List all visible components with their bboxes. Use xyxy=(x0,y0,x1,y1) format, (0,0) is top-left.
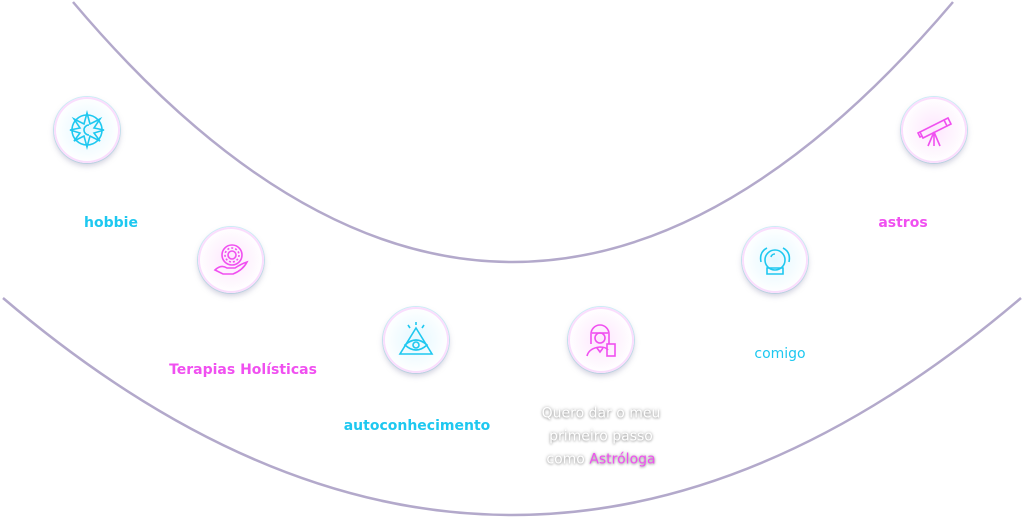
hobbie-icon-button[interactable] xyxy=(54,97,120,163)
comigo-icon-button[interactable] xyxy=(742,227,808,293)
cta-line-1: Quero dar o meu xyxy=(541,405,661,422)
terapias-label: Terapias Holísticas xyxy=(169,362,317,378)
cta-highlight: Astróloga xyxy=(589,451,656,468)
astros-label: astros xyxy=(878,215,928,231)
autoconhecimento-icon-button[interactable] xyxy=(383,307,449,373)
astrologer-woman-icon xyxy=(586,324,616,357)
cta-text[interactable]: Quero dar o meu primeiro passo como Astr… xyxy=(542,403,661,472)
eye-pyramid-icon xyxy=(398,322,434,355)
upper-arc xyxy=(72,1,954,264)
compass-star-moon-icon xyxy=(69,110,105,150)
lower-arc xyxy=(2,297,1022,517)
cta-line-2: primeiro passo xyxy=(549,428,653,445)
cta-line-3-prefix: como xyxy=(546,451,590,468)
hand-mandala-icon xyxy=(213,244,249,275)
autoconhecimento-label: autoconhecimento xyxy=(343,418,491,434)
crystal-ball-icon xyxy=(759,247,791,275)
astros-icon-button[interactable] xyxy=(901,97,967,163)
comigo-label: comigo xyxy=(754,346,806,362)
hobbie-label: hobbie xyxy=(84,215,138,231)
telescope-icon xyxy=(916,116,953,147)
terapias-icon-button[interactable] xyxy=(198,227,264,293)
astrologa-icon-button[interactable] xyxy=(568,307,634,373)
